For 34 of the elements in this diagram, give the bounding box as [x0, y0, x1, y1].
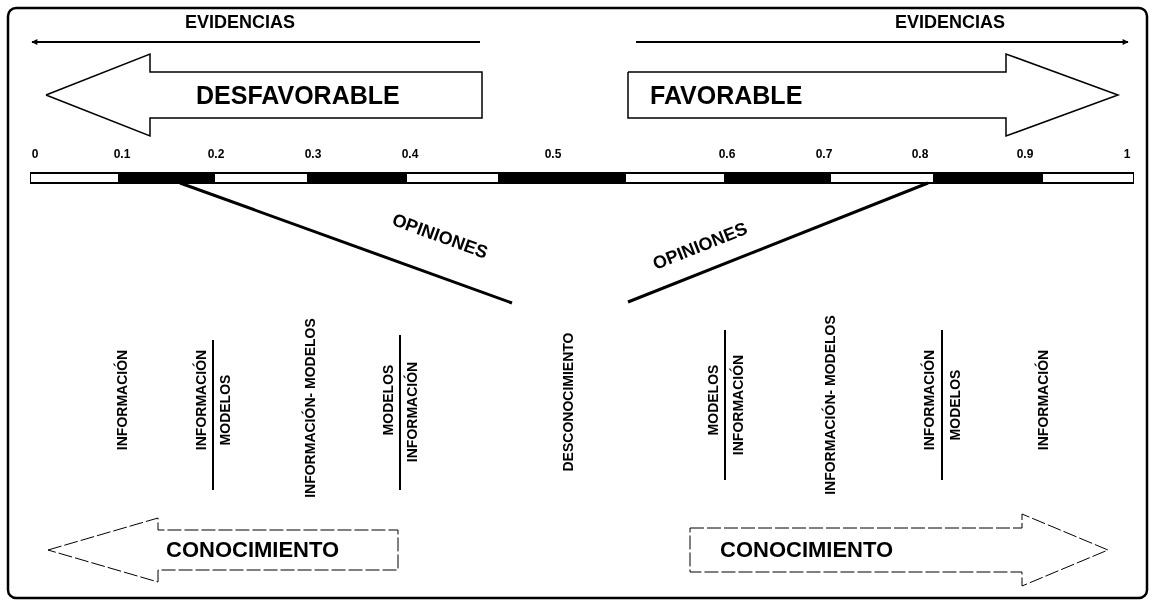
vertical-label: INFORMACIÓN- MODELOS: [303, 318, 317, 498]
tick-label: 0.2: [207, 148, 225, 160]
tick-label: 0.5: [544, 148, 562, 160]
hollow-arrow: [48, 518, 398, 582]
vertical-label: INFORMACIÓN: [731, 354, 745, 456]
vertical-label: MODELOS: [948, 369, 962, 441]
vertical-label: DESCONOCIMIENTO: [561, 332, 575, 472]
arrow-label: FAVORABLE: [650, 82, 803, 108]
tick-label: 0.3: [304, 148, 322, 160]
tick-label: 0.8: [911, 148, 929, 160]
tick-label: 0.9: [1016, 148, 1034, 160]
vertical-label: INFORMACIÓN: [405, 361, 419, 463]
arrow-label: CONOCIMIENTO: [720, 539, 894, 561]
axis-heading: EVIDENCIAS: [895, 13, 1005, 31]
arrow-label: DESFAVORABLE: [196, 82, 400, 108]
tick-label: 1: [1123, 148, 1131, 160]
hollow-arrow: [46, 54, 482, 136]
tick-label: 0.1: [113, 148, 131, 160]
vertical-label: INFORMACIÓN: [1036, 349, 1050, 451]
vertical-label: INFORMACIÓN: [115, 349, 129, 451]
vertical-label: MODELOS: [706, 364, 720, 436]
hollow-arrow: [628, 54, 1118, 136]
tick-label: 0.6: [718, 148, 736, 160]
arrow-label: CONOCIMIENTO: [166, 539, 340, 561]
tick-label: 0.4: [401, 148, 419, 160]
vertical-label: INFORMACIÓN: [922, 349, 936, 451]
tick-label: 0.7: [815, 148, 833, 160]
axis-heading: EVIDENCIAS: [185, 13, 295, 31]
vertical-label: INFORMACIÓN- MODELOS: [823, 315, 837, 495]
vertical-label: MODELOS: [381, 364, 395, 436]
hollow-arrow: [690, 514, 1108, 586]
vertical-label: MODELOS: [218, 374, 232, 446]
vertical-label: INFORMACIÓN: [194, 349, 208, 451]
tick-label: 0: [31, 148, 39, 160]
